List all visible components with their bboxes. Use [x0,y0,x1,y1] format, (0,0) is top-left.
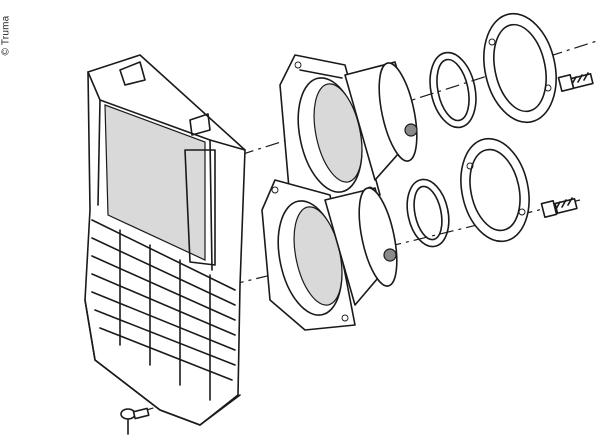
retaining-ring-top [429,51,477,129]
grille-cover [84,54,246,426]
screw-top [557,72,594,93]
frame-flange-bottom [261,179,398,331]
frame-flange-top [279,54,418,211]
screw-bottom [540,197,578,219]
outer-ring-bottom [460,137,530,243]
outer-ring-top [483,12,557,124]
grille-slats [91,219,236,401]
retaining-ring-bottom [406,178,450,248]
screw-base [120,407,150,435]
